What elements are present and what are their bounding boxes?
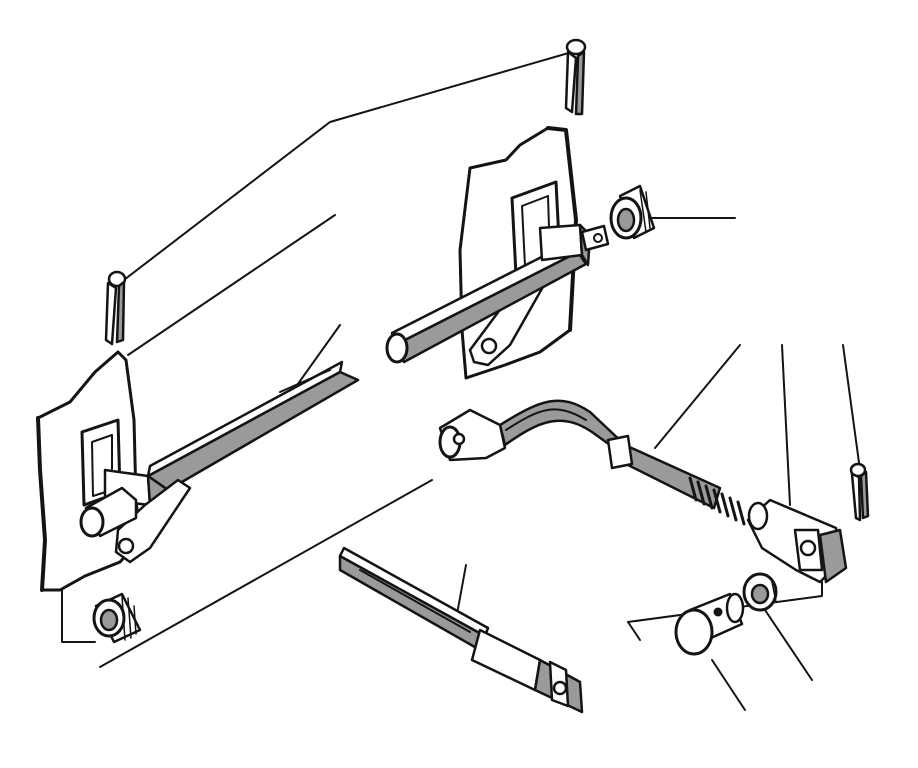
- leader-right-pin: [842, 344, 861, 471]
- bracket-pin-washer-bottom: [627, 621, 641, 641]
- adjuster-clevis: [746, 498, 848, 584]
- rod-spring: [688, 476, 746, 526]
- leader-clevis-pin: [711, 659, 746, 711]
- right-shaft-lever-assembly: [385, 223, 610, 367]
- leader-left-bushing: [99, 479, 433, 668]
- leader-top-pin: [119, 51, 573, 284]
- split-pin-top: [564, 38, 587, 116]
- washer: [742, 572, 778, 612]
- right-bushing: [609, 184, 656, 240]
- control-cable-clevis: [338, 546, 584, 714]
- left-bushing: [92, 592, 142, 644]
- leader-adjuster: [781, 344, 791, 506]
- leader-left-plate: [127, 214, 336, 356]
- leader-link-rod: [654, 344, 741, 449]
- leader-washer: [764, 609, 813, 681]
- left-shaft-lever-assembly: [79, 360, 360, 564]
- split-pin-left: [104, 270, 127, 346]
- clevis-pin: [674, 592, 745, 656]
- split-pin-right: [849, 462, 870, 522]
- bent-link-rod: [438, 399, 722, 510]
